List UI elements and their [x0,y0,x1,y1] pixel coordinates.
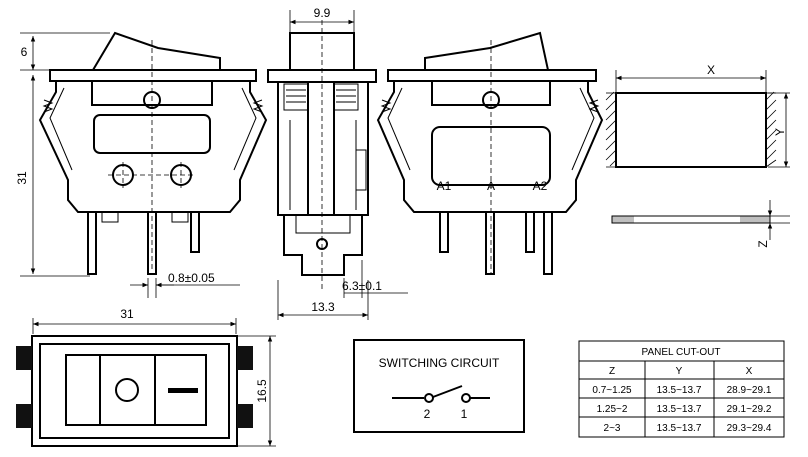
front-pin-mid [147,211,157,275]
rear-rocker [424,31,550,71]
dim-offset-6-3: 6.3±0.1 [342,279,382,293]
panel-dim-z: Z [756,240,770,247]
bottom-clip-bl [16,404,32,428]
terminal-label-a2: A2 [533,179,548,193]
rear-pin-a2 [525,211,535,253]
dim-height-31: 31 [15,171,29,185]
table-cell: 1.25~2 [597,404,628,415]
off-symbol-icon [115,378,139,402]
bottom-flange [31,335,238,447]
circuit-contact-2 [424,393,434,403]
switching-circuit-box: SWITCHING CIRCUIT 2 1 [353,339,525,433]
cutout-rectangle [615,92,767,168]
side-view [267,20,377,290]
table-title: PANEL CUT-OUT [642,347,721,358]
cutout-hatching [605,91,777,168]
switching-circuit-title: SWITCHING CIRCUIT [379,356,500,370]
rear-pin-a [485,211,495,275]
circuit-label-2: 2 [424,407,431,421]
dim-bottom-width-31: 31 [120,307,134,321]
front-pin-right [190,211,200,253]
bottom-clip-tl [16,346,32,370]
cutout-dim-y: Y [773,128,787,136]
dim-pin-thickness: 0.8±0.05 [168,271,215,285]
panel-section [611,215,771,224]
front-flange [49,69,257,82]
dim-width-9-9: 9.9 [314,6,331,20]
on-symbol-icon [168,388,198,393]
dim-width-13-3: 13.3 [311,300,335,314]
table-cell: 13.5~13.7 [657,423,702,434]
bottom-clip-tr [237,346,253,370]
table-cell: 0.7~1.25 [592,385,632,396]
bottom-frame [39,343,230,439]
rocker-actuator [91,31,221,71]
side-dimensions: 9.9 13.3 6.3±0.1 [277,6,408,320]
table-header-z: Z [609,366,615,377]
front-body [38,81,268,213]
front-view [38,31,268,275]
terminal-label-a1: A1 [437,179,452,193]
table-cell: 13.5~13.7 [657,385,702,396]
table-header-x: X [746,366,753,377]
table-header-y: Y [676,366,683,377]
rear-pin-a1 [439,211,449,253]
panel-cutout-table: PANEL CUT-OUT Z Y X 0.7~1.25 13.5~13.7 2… [578,340,785,438]
terminal-label-a: A [487,179,495,193]
table-cell: 29.3~29.4 [727,423,772,434]
rear-view: A1 A A2 [376,31,604,275]
bottom-clip-br [237,404,253,428]
circuit-label-1: 1 [461,407,468,421]
front-pin-left [87,211,97,275]
table-cell: 2~3 [604,423,621,434]
rear-flange [387,69,597,82]
circuit-contact-1 [461,393,471,403]
dim-bottom-height-16-5: 16.5 [255,379,269,403]
dim-height-6: 6 [21,45,28,59]
table-cell: 29.1~29.2 [727,404,772,415]
front-dimensions: 6 31 0.8±0.05 [15,32,240,298]
cutout-dim-x: X [707,63,715,77]
table-cell: 13.5~13.7 [657,404,702,415]
table-cell: 28.9~29.1 [727,385,772,396]
bottom-rocker [65,354,207,426]
circuit-switch-blade [432,385,463,398]
bottom-view: 31 16.5 [16,307,276,447]
panel-cutout-view: X Y Z [605,63,790,248]
side-base [283,215,363,276]
rear-pin-right [543,211,553,275]
